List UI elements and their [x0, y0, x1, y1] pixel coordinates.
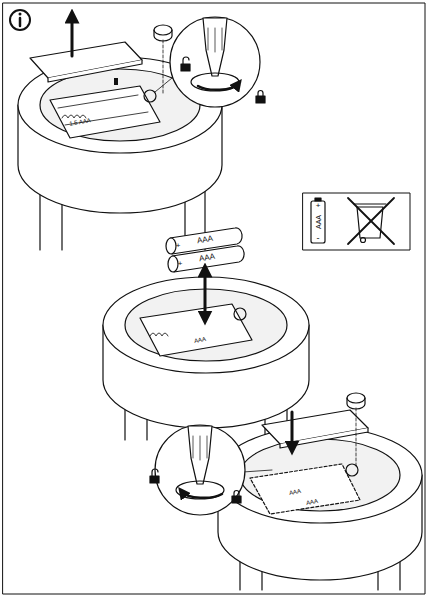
line-art — [19, 18, 22, 26]
insert-arrow — [204, 270, 207, 318]
battery-label: AAA — [315, 215, 322, 229]
line-art — [208, 28, 222, 52]
line-art — [256, 96, 265, 103]
line-art — [155, 425, 245, 515]
lower-arrow — [291, 412, 294, 448]
cover-lowered — [262, 393, 368, 466]
zoom-unlock — [155, 17, 265, 107]
line-art — [155, 78, 172, 92]
line-art — [347, 398, 365, 409]
batteries-aaa — [166, 228, 244, 318]
line-art — [150, 476, 159, 483]
lift-arrow — [71, 16, 74, 56]
screwdriver — [188, 426, 212, 484]
turn-arrow — [198, 84, 238, 90]
line-art — [234, 491, 239, 497]
line-art — [168, 256, 178, 272]
line-art — [150, 333, 168, 336]
battery-holder — [140, 304, 252, 356]
screw-hole — [144, 90, 156, 102]
battery-label: + — [178, 260, 183, 268]
line-art — [181, 64, 190, 71]
line-art — [243, 470, 272, 472]
battery-label: + — [316, 202, 321, 210]
line-art — [234, 308, 246, 320]
line-art — [154, 30, 172, 41]
line-art — [183, 57, 189, 64]
battery-holder — [250, 464, 360, 514]
line-art — [348, 198, 394, 244]
line-art — [354, 203, 386, 204]
line-art — [114, 78, 118, 85]
disposal-notice — [303, 193, 410, 250]
page-border — [3, 3, 425, 594]
battery-icon — [311, 201, 325, 243]
turn-arrow — [182, 492, 222, 498]
zoom-lock — [150, 425, 272, 515]
line-art — [172, 246, 244, 272]
line-art — [166, 238, 176, 254]
line-art — [303, 193, 410, 250]
line-art — [315, 198, 321, 201]
screw — [154, 25, 172, 35]
battery-label: + — [176, 242, 181, 250]
line-art — [3, 3, 425, 594]
line-art — [163, 40, 164, 95]
lock-symbol — [256, 91, 265, 104]
line-art — [48, 60, 142, 82]
line-art — [10, 10, 30, 30]
unlock-symbol — [150, 469, 159, 483]
line-art — [218, 427, 422, 523]
line-art — [191, 73, 239, 91]
line-art — [356, 408, 357, 466]
line-art — [361, 238, 366, 243]
screwdriver — [203, 18, 227, 76]
info-icon — [10, 10, 30, 30]
line-art — [258, 91, 263, 97]
line-art — [176, 481, 224, 499]
lamp-base-bottom — [218, 427, 422, 590]
battery-label: - — [317, 234, 320, 243]
line-art — [232, 496, 241, 503]
crossed-bin — [348, 198, 394, 244]
battery-holder — [50, 86, 160, 138]
line-art — [193, 436, 207, 460]
line-art — [348, 198, 394, 244]
screw — [347, 393, 365, 403]
unlock-symbol — [181, 57, 190, 71]
cover-lifted — [30, 16, 172, 95]
line-art — [19, 13, 22, 16]
line-art — [152, 469, 158, 476]
lock-symbol — [232, 491, 241, 504]
line-art — [170, 17, 260, 107]
